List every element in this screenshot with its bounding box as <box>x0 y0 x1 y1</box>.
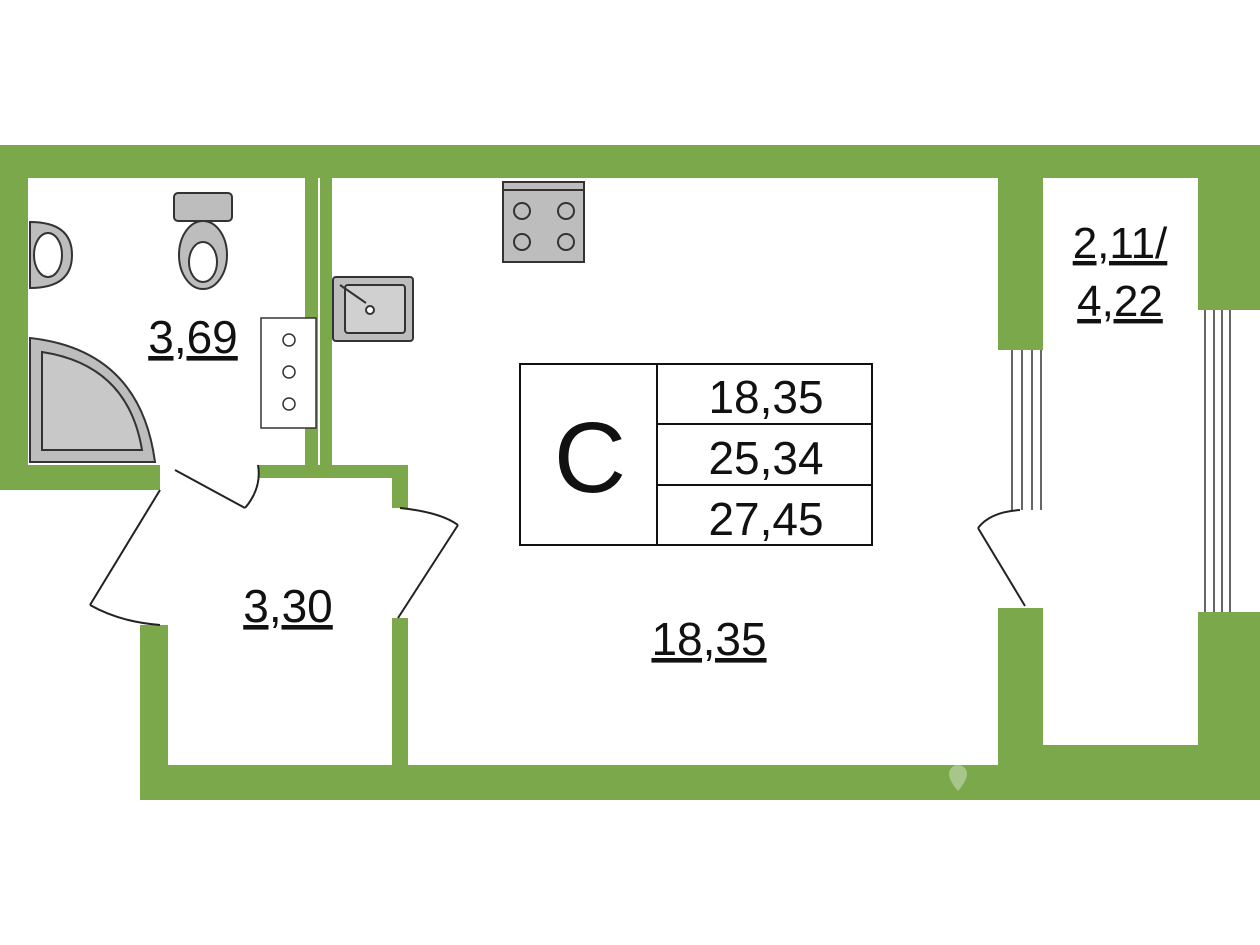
hall <box>168 478 392 765</box>
total-area-value: 25,34 <box>708 432 823 484</box>
bathroom-area-label: 3,69 <box>148 311 238 363</box>
area-summary-table <box>519 363 873 546</box>
balcony-area-label-2: 4,22 <box>1077 277 1163 326</box>
living-area-value: 18,35 <box>708 371 823 423</box>
rooms <box>0 178 1260 945</box>
location-pin-icon <box>949 765 967 791</box>
radiator-icon <box>260 317 317 429</box>
washbasin-icon <box>29 220 74 290</box>
stove-icon <box>502 181 585 263</box>
hall-area-label: 3,30 <box>243 580 333 632</box>
toilet-icon <box>173 192 233 290</box>
total-with-balcony-value: 27,45 <box>708 493 823 545</box>
apartment-type-letter: С <box>554 402 626 514</box>
balcony-window <box>1011 310 1231 612</box>
shower-tray-icon <box>29 336 157 463</box>
balcony <box>1043 178 1198 745</box>
main-room-area-label: 18,35 <box>651 613 766 665</box>
kitchen-sink-icon <box>332 276 414 342</box>
balcony-area-label-1: 2,11/ <box>1073 219 1168 268</box>
doors <box>89 464 1026 626</box>
